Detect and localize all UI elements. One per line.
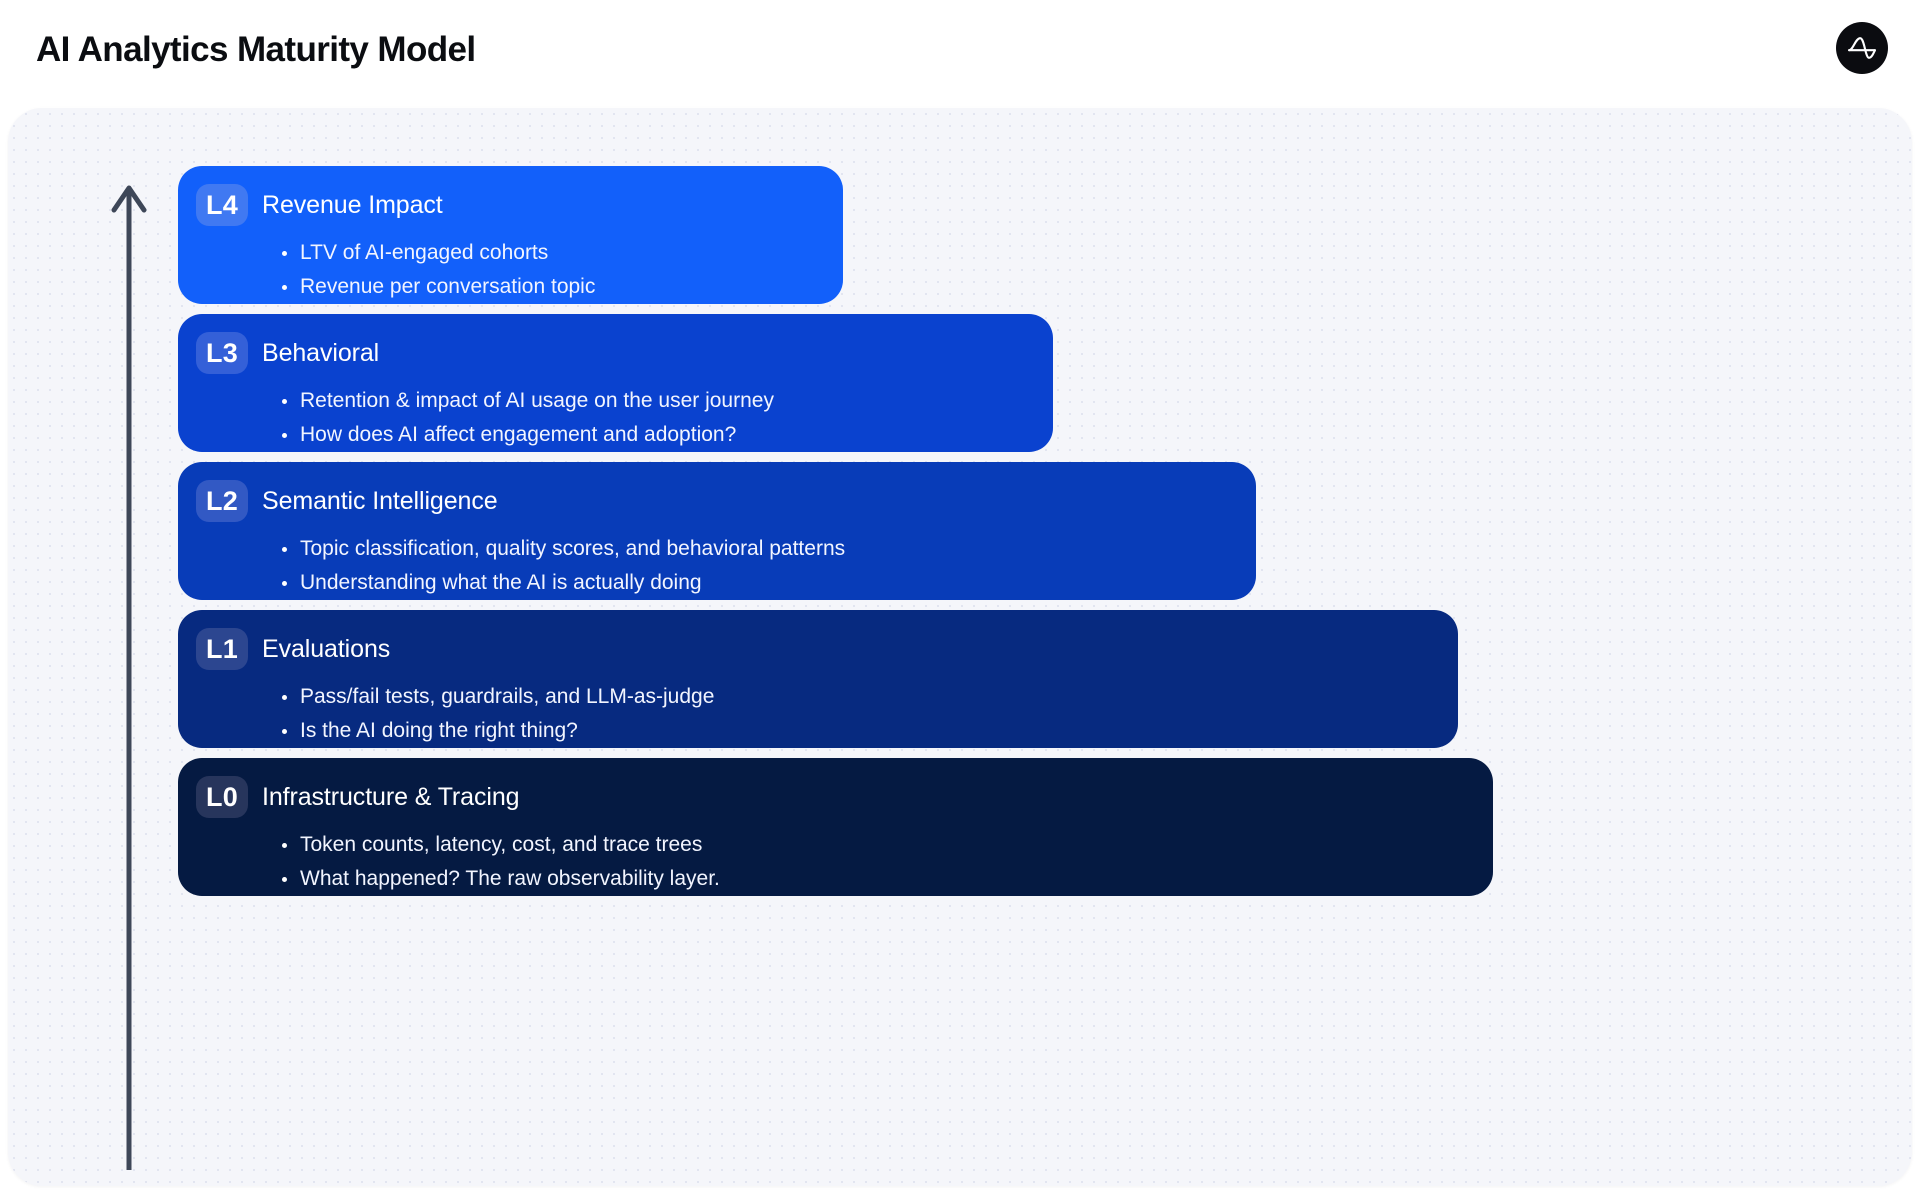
level-title-l3: Behavioral — [262, 338, 380, 367]
level-title-l0: Infrastructure & Tracing — [262, 782, 520, 811]
maturity-level-stack: L4 Revenue Impact LTV of AI-engaged coho… — [178, 166, 1912, 1186]
list-item: Understanding what the AI is actually do… — [278, 566, 1230, 600]
level-bar-l4[interactable]: L4 Revenue Impact LTV of AI-engaged coho… — [178, 166, 843, 304]
level-bullets-l3: Retention & impact of AI usage on the us… — [278, 384, 1027, 452]
amplitude-logo — [1836, 22, 1888, 74]
level-title-l1: Evaluations — [262, 634, 391, 663]
list-item: How does AI affect engagement and adopti… — [278, 418, 1027, 452]
level-bar-l1[interactable]: L1 Evaluations Pass/fail tests, guardrai… — [178, 610, 1458, 748]
list-item: LTV of AI-engaged cohorts — [278, 236, 817, 270]
level-bullets-l0: Token counts, latency, cost, and trace t… — [278, 828, 1467, 896]
list-item: Pass/fail tests, guardrails, and LLM-as-… — [278, 680, 1432, 714]
level-header-l3: L3 Behavioral — [196, 332, 1027, 374]
list-item: Revenue per conversation topic — [278, 270, 817, 304]
level-bar-l0[interactable]: L0 Infrastructure & Tracing Token counts… — [178, 758, 1493, 896]
list-item: Is the AI doing the right thing? — [278, 714, 1432, 748]
list-item: Retention & impact of AI usage on the us… — [278, 384, 1027, 418]
level-badge-l0: L0 — [196, 776, 248, 818]
level-title-l2: Semantic Intelligence — [262, 486, 498, 515]
level-bullets-l1: Pass/fail tests, guardrails, and LLM-as-… — [278, 680, 1432, 748]
level-bullets-l4: LTV of AI-engaged cohorts Revenue per co… — [278, 236, 817, 304]
maturity-growth-arrow — [111, 185, 147, 1170]
level-badge-l2: L2 — [196, 480, 248, 522]
level-badge-l4: L4 — [196, 184, 248, 226]
list-item: Topic classification, quality scores, an… — [278, 532, 1230, 566]
level-bar-l2[interactable]: L2 Semantic Intelligence Topic classific… — [178, 462, 1256, 600]
list-item: Token counts, latency, cost, and trace t… — [278, 828, 1467, 862]
level-badge-l3: L3 — [196, 332, 248, 374]
level-header-l4: L4 Revenue Impact — [196, 184, 817, 226]
list-item: What happened? The raw observability lay… — [278, 862, 1467, 896]
level-header-l1: L1 Evaluations — [196, 628, 1432, 670]
level-badge-l1: L1 — [196, 628, 248, 670]
level-header-l0: L0 Infrastructure & Tracing — [196, 776, 1467, 818]
level-header-l2: L2 Semantic Intelligence — [196, 480, 1230, 522]
level-bullets-l2: Topic classification, quality scores, an… — [278, 532, 1230, 600]
level-bar-l3[interactable]: L3 Behavioral Retention & impact of AI u… — [178, 314, 1053, 452]
maturity-board: L4 Revenue Impact LTV of AI-engaged coho… — [8, 108, 1912, 1186]
page-title: AI Analytics Maturity Model — [36, 30, 476, 69]
level-title-l4: Revenue Impact — [262, 190, 443, 219]
